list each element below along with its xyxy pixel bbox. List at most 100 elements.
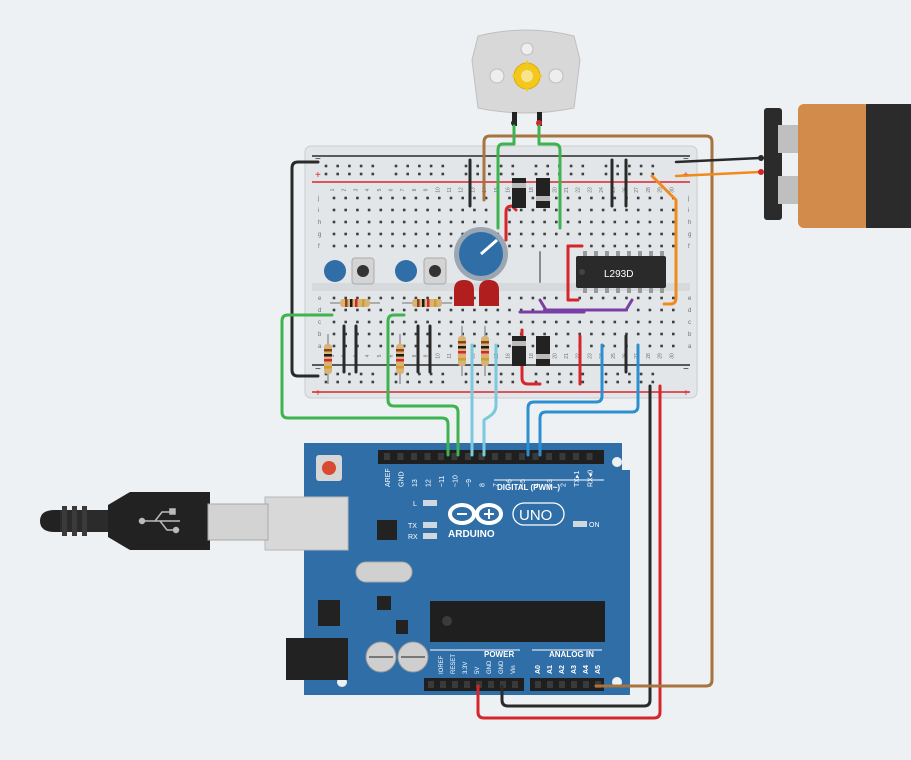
diode-3-band: [512, 341, 526, 346]
diode-4[interactable]: [536, 336, 550, 366]
wire-brown-a5[interactable]: [482, 134, 714, 688]
breadboard-hole: [648, 296, 652, 300]
wire-lightblue-pin9[interactable]: [482, 343, 498, 457]
rail-hole: [651, 164, 655, 168]
breadboard-hole: [379, 332, 383, 336]
breadboard-hole: [438, 232, 441, 236]
wire-orange-vs[interactable]: [650, 174, 678, 306]
usb-cable[interactable]: [40, 492, 269, 550]
row-letter: j: [687, 196, 689, 202]
wire-blue-pin5[interactable]: [538, 343, 640, 457]
breadboard-hole: [426, 232, 429, 236]
row-letter: g: [688, 232, 691, 238]
breadboard-hole: [391, 344, 394, 348]
column-number: 27: [634, 187, 640, 193]
breadboard-hole: [578, 232, 581, 236]
wire-red-top-short[interactable]: [504, 204, 518, 242]
breadboard-hole: [496, 332, 500, 336]
resistor[interactable]: [324, 334, 332, 384]
wire-red-5v[interactable]: [476, 384, 662, 720]
breadboard-hole: [672, 244, 675, 248]
rail-hole: [546, 172, 549, 176]
led-l-label: L: [413, 501, 417, 508]
breadboard-hole: [449, 244, 453, 248]
rail-hole: [639, 372, 643, 376]
rail-hole: [336, 164, 339, 168]
rail-hole: [581, 172, 585, 176]
diode-3[interactable]: [512, 336, 526, 366]
rail-hole: [336, 380, 339, 384]
breadboard-hole: [449, 344, 453, 348]
potentiometer[interactable]: [454, 227, 508, 281]
wire-blue-pin6[interactable]: [526, 343, 604, 457]
row-letter: g: [318, 232, 321, 238]
l293d-pins: [583, 251, 664, 293]
wire-green-motor-2[interactable]: [537, 124, 562, 230]
breadboard-hole: [636, 232, 640, 236]
rail-minus-label-tl: −: [315, 154, 321, 165]
header-socket: [452, 681, 458, 688]
wire-red-bottom-short[interactable]: [520, 328, 542, 386]
breadboard-hole: [508, 232, 511, 236]
analog-pin-label: A3: [571, 665, 578, 674]
column-number: 29: [658, 353, 664, 359]
column-number: 23: [587, 187, 593, 193]
rail-hole: [488, 372, 491, 376]
rail-hole: [616, 164, 619, 168]
resistor[interactable]: [330, 299, 380, 307]
wire-battery-black[interactable]: [674, 156, 762, 164]
usb-ridge-2: [72, 506, 77, 536]
breadboard-hole: [438, 244, 441, 248]
wire-red-ic-jumper[interactable]: [566, 244, 584, 302]
wire-black-left[interactable]: [290, 160, 320, 378]
diode-1[interactable]: [512, 178, 526, 208]
l293d-chip[interactable]: L293D: [576, 251, 666, 293]
breadboard-hole: [449, 208, 453, 212]
rail-hole: [616, 372, 619, 376]
resistor[interactable]: [458, 326, 466, 376]
battery-9v[interactable]: [764, 104, 911, 228]
rail-hole: [511, 172, 515, 176]
led-red-1[interactable]: [454, 280, 474, 306]
breadboard-hole: [531, 308, 535, 312]
resistor[interactable]: [481, 326, 489, 376]
breadboard-hole: [660, 308, 663, 312]
leds: [454, 280, 499, 306]
rail-hole: [511, 372, 515, 376]
resistor[interactable]: [402, 299, 452, 307]
rail-hole: [348, 172, 351, 176]
rail-hole: [569, 372, 573, 376]
breadboard-hole: [367, 244, 371, 248]
breadboard-hole: [402, 220, 406, 224]
rail-hole: [441, 172, 445, 176]
rail-hole: [534, 172, 538, 176]
row-letter: f: [318, 244, 320, 250]
row-letter: c: [688, 320, 691, 326]
breadboard-hole: [367, 344, 371, 348]
breadboard-hole: [402, 308, 406, 312]
breadboard-hole: [578, 332, 581, 336]
wire-purple[interactable]: [538, 298, 634, 312]
resistor[interactable]: [396, 334, 404, 384]
wire-green-motor-1[interactable]: [496, 124, 516, 230]
breadboard-hole: [402, 332, 406, 336]
breadboard-hole: [648, 232, 652, 236]
column-number: 18: [529, 353, 535, 359]
breadboard-hole: [519, 296, 523, 300]
breadboard-hole: [344, 296, 347, 300]
wire-battery-orange[interactable]: [674, 170, 762, 178]
diode-2[interactable]: [536, 178, 550, 208]
wire-green-pin11[interactable]: [386, 313, 460, 457]
breadboard-holes: [324, 164, 675, 384]
column-number: 8: [412, 188, 418, 191]
led-red-2[interactable]: [479, 280, 499, 306]
rail-hole: [546, 164, 549, 168]
breadboard-hole: [426, 244, 429, 248]
rail-hole: [639, 172, 643, 176]
ic-pin: [660, 251, 664, 256]
wire-green-pin12[interactable]: [280, 313, 450, 457]
wire-black-gnd[interactable]: [500, 384, 652, 708]
arduino-uno[interactable]: L TX RX ON ARDUINO UNO DIGITAL (PWM~) PO…: [264, 443, 630, 695]
dc-motor[interactable]: [471, 29, 581, 126]
